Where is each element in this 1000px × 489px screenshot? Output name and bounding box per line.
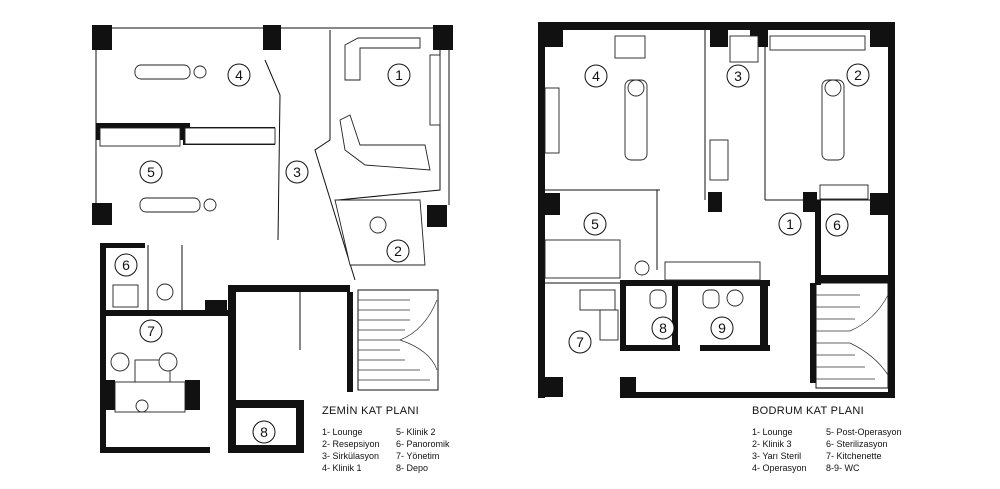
ground-legend-item-6: 6- Panoromik bbox=[396, 439, 450, 449]
basement-legend-item-7: 7- Kitchenette bbox=[826, 451, 882, 461]
ground-room-number-5: 5 bbox=[147, 164, 155, 180]
ground-legend-item-3: 3- Sirkülasyon bbox=[322, 451, 379, 461]
ground-room-circle-4: 4 bbox=[227, 63, 251, 87]
basement-room-number-9: 9 bbox=[718, 320, 726, 336]
ground-room-number-7: 7 bbox=[147, 323, 155, 339]
basement-room-number-2: 2 bbox=[854, 67, 862, 83]
ground-room-circle-5: 5 bbox=[139, 160, 163, 184]
basement-room-number-7: 7 bbox=[576, 334, 584, 350]
ground-legend-item-7: 7- Yönetim bbox=[396, 451, 439, 461]
basement-room-number-4: 4 bbox=[592, 68, 600, 84]
ground-room-circle-2: 2 bbox=[386, 239, 410, 263]
basement-floor-title: BODRUM KAT PLANI bbox=[752, 405, 864, 417]
basement-legend-item-5: 5- Post-Operasyon bbox=[826, 427, 902, 437]
ground-room-circle-7: 7 bbox=[139, 319, 163, 343]
ground-room-number-8: 8 bbox=[260, 424, 268, 440]
basement-room-number-6: 6 bbox=[833, 217, 841, 233]
basement-legend-item-6: 6- Sterilizasyon bbox=[826, 439, 888, 449]
basement-room-circle-9: 9 bbox=[710, 316, 734, 340]
ground-room-number-1: 1 bbox=[395, 67, 403, 83]
basement-room-circle-7: 7 bbox=[568, 330, 592, 354]
ground-room-number-3: 3 bbox=[293, 164, 301, 180]
basement-room-circle-4: 4 bbox=[584, 64, 608, 88]
basement-legend-item-8: 8-9- WC bbox=[826, 463, 860, 473]
basement-room-number-1: 1 bbox=[786, 216, 794, 232]
basement-room-circle-1: 1 bbox=[778, 212, 802, 236]
ground-floor-title: ZEMİN KAT PLANI bbox=[322, 404, 419, 417]
basement-legend-item-3: 3- Yarı Steril bbox=[752, 451, 801, 461]
ground-legend-item-1: 1- Lounge bbox=[322, 427, 363, 437]
basement-room-circle-5: 5 bbox=[583, 212, 607, 236]
ground-legend-item-8: 8- Depo bbox=[396, 463, 428, 473]
basement-floor-plan: 1 2 3 4 5 6 7 8 bbox=[538, 22, 902, 473]
ground-legend-item-4: 4- Klinik 1 bbox=[322, 463, 362, 473]
ground-room-circle-1: 1 bbox=[387, 63, 411, 87]
basement-legend-item-4: 4- Operasyon bbox=[752, 463, 807, 473]
ground-room-number-4: 4 bbox=[235, 67, 243, 83]
basement-room-number-5: 5 bbox=[591, 216, 599, 232]
basement-room-number-3: 3 bbox=[734, 68, 742, 84]
ground-room-number-6: 6 bbox=[122, 257, 130, 273]
ground-room-circle-3: 3 bbox=[285, 160, 309, 184]
basement-room-number-8: 8 bbox=[659, 320, 667, 336]
ground-room-circle-6: 6 bbox=[114, 253, 138, 277]
basement-room-circle-6: 6 bbox=[825, 213, 849, 237]
basement-legend-item-2: 2- Klinik 3 bbox=[752, 439, 792, 449]
basement-legend-item-1: 1- Lounge bbox=[752, 427, 793, 437]
ground-legend-item-5: 5- Klinik 2 bbox=[396, 427, 436, 437]
ground-floor-plan: 1 2 3 4 5 6 7 8 ZEMİN KA bbox=[92, 25, 453, 473]
basement-room-circle-8: 8 bbox=[651, 316, 675, 340]
basement-room-circle-3: 3 bbox=[726, 64, 750, 88]
basement-room-circle-2: 2 bbox=[846, 63, 870, 87]
ground-room-circle-8: 8 bbox=[252, 420, 276, 444]
ground-room-number-2: 2 bbox=[394, 243, 402, 259]
ground-legend-item-2: 2- Resepsiyon bbox=[322, 439, 380, 449]
